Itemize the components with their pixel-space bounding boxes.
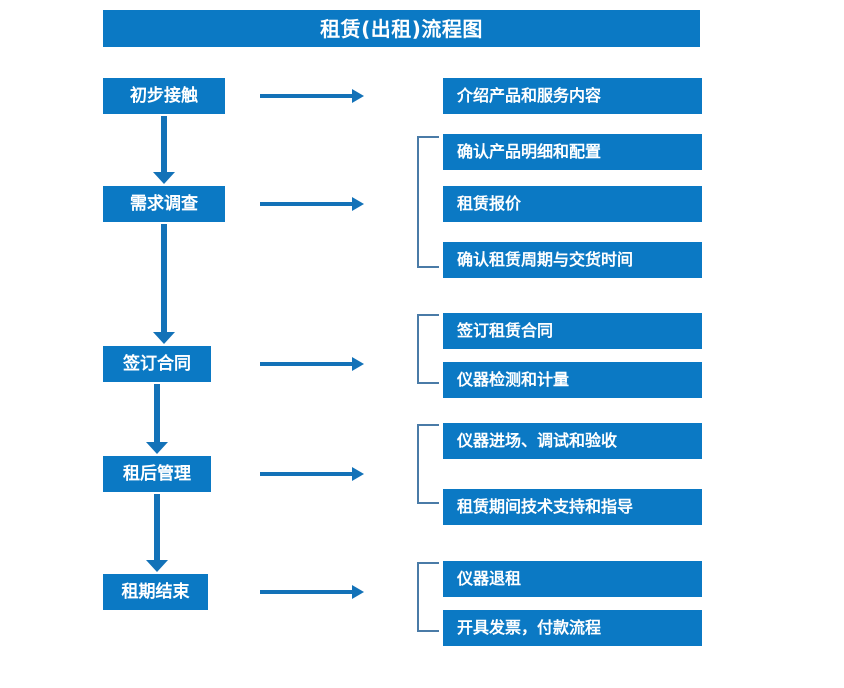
stage-label: 需求调查 [130,193,198,214]
detail-label: 租赁报价 [457,194,522,213]
diagram-title: 租赁(出租)流程图 [320,16,483,41]
detail-label: 确认产品明细和配置 [457,142,602,161]
detail-label: 仪器进场、调试和验收 [457,431,618,450]
detail-box-rental-quotation[interactable]: 租赁报价 [443,186,702,222]
detail-box-sign-rental-contract[interactable]: 签订租赁合同 [443,313,702,349]
group-bracket-demand-survey [417,136,439,268]
detail-box-instrument-delivery[interactable]: 仪器进场、调试和验收 [443,423,702,459]
detail-label: 介绍产品和服务内容 [457,86,602,105]
stage-box-post-rental-management[interactable]: 租后管理 [103,456,211,492]
group-bracket-sign-contract [417,314,439,384]
stage-label: 签订合同 [123,353,191,374]
diagram-title-bar: 租赁(出租)流程图 [103,10,700,47]
detail-box-introduce-products[interactable]: 介绍产品和服务内容 [443,78,702,114]
stage-label: 租期结束 [121,581,190,602]
right-arrow-icon-3 [260,357,364,371]
stage-box-rental-period-end[interactable]: 租期结束 [103,574,208,610]
down-arrow-icon-3 [146,384,168,454]
group-bracket-post-rental [417,424,439,504]
detail-box-instrument-return[interactable]: 仪器退租 [443,561,702,597]
down-arrow-icon-2 [153,224,175,344]
right-arrow-icon-2 [260,197,364,211]
group-bracket-rental-end [417,562,439,632]
detail-label: 开具发票，付款流程 [457,618,602,637]
stage-box-demand-survey[interactable]: 需求调查 [103,186,225,222]
detail-label: 确认租赁周期与交货时间 [457,250,634,269]
detail-label: 仪器退租 [457,569,522,588]
detail-box-confirm-product-spec[interactable]: 确认产品明细和配置 [443,134,702,170]
stage-box-sign-contract[interactable]: 签订合同 [103,346,211,382]
detail-box-instrument-inspection[interactable]: 仪器检测和计量 [443,362,702,398]
right-arrow-icon-5 [260,585,364,599]
detail-label: 仪器检测和计量 [457,370,570,389]
stage-label: 租后管理 [123,463,191,484]
detail-box-technical-support[interactable]: 租赁期间技术支持和指导 [443,489,702,525]
down-arrow-icon-4 [146,494,168,572]
detail-box-invoice-payment[interactable]: 开具发票，付款流程 [443,610,702,646]
stage-label: 初步接触 [130,85,198,106]
down-arrow-icon-1 [153,116,175,184]
detail-box-confirm-rental-period[interactable]: 确认租赁周期与交货时间 [443,242,702,278]
detail-label: 签订租赁合同 [457,321,554,340]
right-arrow-icon-1 [260,89,364,103]
right-arrow-icon-4 [260,467,364,481]
stage-box-initial-contact[interactable]: 初步接触 [103,78,225,114]
detail-label: 租赁期间技术支持和指导 [457,497,634,516]
